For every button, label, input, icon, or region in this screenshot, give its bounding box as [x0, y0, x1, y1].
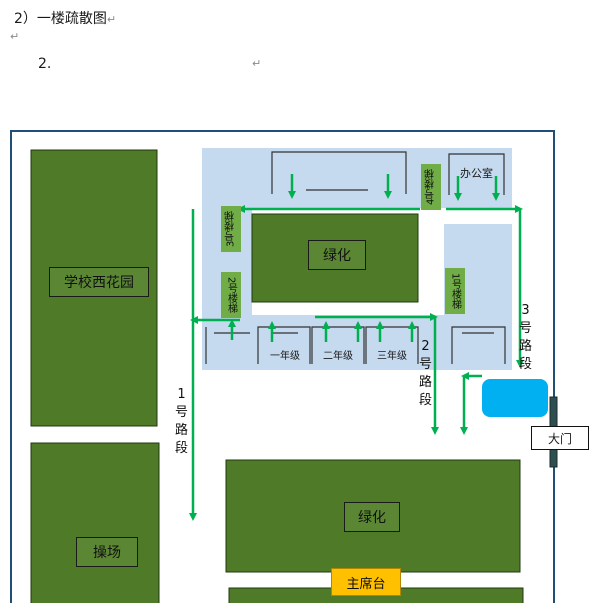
grade-label-3: 三年级 [377, 351, 407, 362]
paragraph-mark: ↵ [252, 57, 262, 70]
stair-3-label: 3号楼梯 [221, 206, 241, 252]
greenery-top-label: 绿化 [308, 240, 366, 270]
blue-block [482, 379, 548, 417]
greenery-bottom-label: 绿化 [344, 502, 400, 532]
grade-label-2: 二年级 [323, 351, 353, 362]
document-heading: 2）一楼疏散图↵ [14, 11, 117, 27]
playground-label: 操场 [76, 537, 138, 567]
stair-4-label: 4号楼梯 [421, 164, 441, 210]
grade-label-1: 一年级 [270, 351, 300, 362]
office-label: 办公室 [460, 167, 493, 180]
stair-2-label: 2号楼梯 [221, 272, 241, 318]
west-garden-label: 学校西花园 [49, 267, 149, 297]
rostrum-label: 主席台 [331, 568, 401, 596]
map-frame [10, 130, 555, 603]
paragraph-mark: ↵ [10, 30, 20, 43]
stair-1-label: 1号楼梯 [445, 268, 465, 314]
gate-label: 大门 [531, 426, 589, 450]
playground-area [30, 442, 160, 603]
list-item-number: 2. [38, 56, 52, 72]
